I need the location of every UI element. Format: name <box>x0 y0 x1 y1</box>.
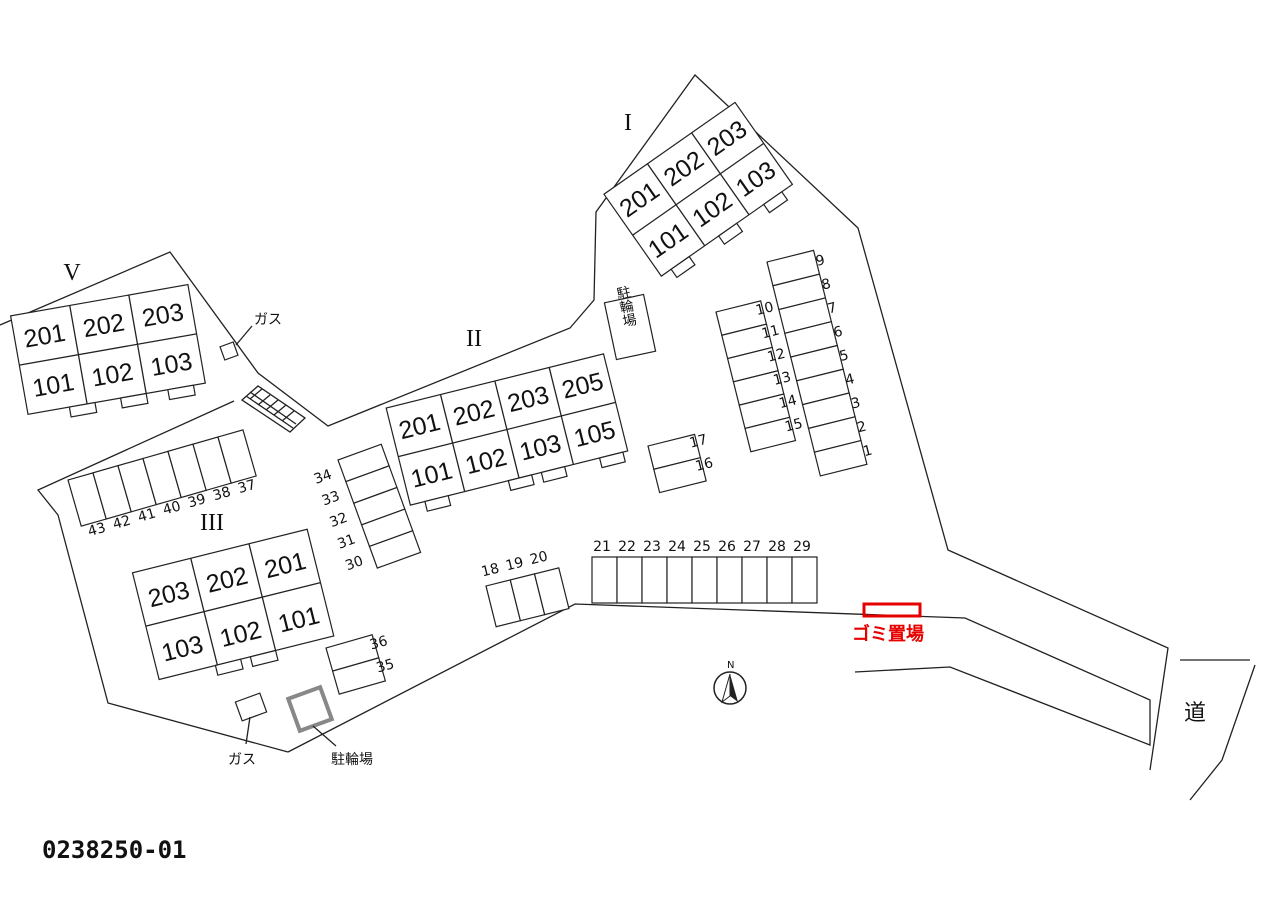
parking-stall <box>533 567 570 616</box>
parking-stall <box>691 556 718 604</box>
building-iii: 203 202 201 103 102 101 <box>131 528 335 681</box>
parking-group-bottom-row: 21 22 23 24 25 26 27 28 29 <box>591 539 818 604</box>
gas-meter-bottom <box>234 692 268 722</box>
building-name-i: I <box>624 110 632 136</box>
parking-stall-number: 20 <box>528 548 549 568</box>
property-code: 0238250-01 <box>42 836 187 864</box>
parking-stall-number: 29 <box>793 539 811 555</box>
parking-stall-number: 18 <box>480 561 501 581</box>
parking-stall <box>716 556 743 604</box>
parking-stall-number: 39 <box>186 491 208 511</box>
parking-stall <box>813 439 868 477</box>
building-name-ii: II <box>466 326 482 352</box>
parking-stall <box>368 529 422 569</box>
parking-stall-number: 1 <box>862 442 875 460</box>
parking-stall-number: 40 <box>161 498 183 518</box>
parking-stall-number: 37 <box>236 477 258 497</box>
parking-stall-number: 28 <box>768 539 786 555</box>
parking-stall-number: 13 <box>772 369 793 389</box>
parking-stall-number: 25 <box>693 539 711 555</box>
garbage-label: ゴミ置場 <box>852 623 924 645</box>
parking-stall-number: 43 <box>86 520 108 540</box>
parking-stall-number: 22 <box>618 539 636 555</box>
parking-stall-number: 36 <box>368 633 390 653</box>
parking-stall <box>331 657 387 695</box>
gas-label-bottom: ガス <box>228 752 256 768</box>
building-v: 201 202 203 101 102 103 <box>9 283 206 418</box>
parking-stall-number: 19 <box>504 555 525 575</box>
bicycle-parking-top: 駐輪場 <box>603 284 657 361</box>
parking-stall-number: 2 <box>856 419 869 437</box>
parking-stall-number: 31 <box>335 531 357 552</box>
parking-stall-number: 6 <box>832 324 845 342</box>
parking-stall-number: 23 <box>643 539 661 555</box>
parking-stall-number: 8 <box>820 276 833 294</box>
parking-stall-number: 14 <box>777 392 798 412</box>
parking-stall-number: 32 <box>328 510 350 531</box>
parking-stall <box>741 556 768 604</box>
parking-stall <box>791 556 818 604</box>
parking-stall <box>653 456 707 494</box>
parking-stall-number: 21 <box>593 539 611 555</box>
gas-label-top: ガス <box>254 312 282 328</box>
parking-stall <box>591 556 618 604</box>
road-edge <box>1189 664 1256 801</box>
parking-stall-number: 41 <box>136 505 158 525</box>
parking-stall-number: 4 <box>844 371 857 389</box>
parking-stall-number: 27 <box>743 539 761 555</box>
parking-stall <box>666 556 693 604</box>
parking-stall-number: 33 <box>320 488 342 509</box>
stairs <box>240 385 307 433</box>
parking-stall-number: 15 <box>783 416 804 436</box>
parking-stall-number: 35 <box>375 656 397 676</box>
gas-meter-top <box>219 341 239 361</box>
parking-stall <box>641 556 668 604</box>
parking-stall <box>766 556 793 604</box>
parking-group-right-inner: 10 11 12 13 14 15 <box>715 299 804 453</box>
parking-stall <box>744 416 797 453</box>
parking-stall <box>217 429 257 484</box>
parking-stall-number: 12 <box>766 346 787 366</box>
parking-stall-number: 10 <box>754 299 775 319</box>
north-arrow-icon: N <box>713 660 747 705</box>
parking-stall-number: 11 <box>760 322 781 342</box>
parking-stall-number: 30 <box>343 553 365 574</box>
parking-stall-number: 16 <box>694 455 715 475</box>
north-label: N <box>727 660 734 671</box>
parking-stall-number: 7 <box>826 300 839 318</box>
parking-stall-number: 5 <box>838 347 851 365</box>
garbage-area <box>862 602 922 618</box>
parking-group-right-outer: 9 8 7 6 5 4 3 2 1 <box>766 249 875 477</box>
parking-stall-number: 17 <box>688 432 709 452</box>
parking-stall-number: 26 <box>718 539 736 555</box>
parking-stall-number: 42 <box>111 513 133 533</box>
building-ii: 201 202 203 205 101 102 103 105 <box>385 353 629 512</box>
parking-stall <box>616 556 643 604</box>
bicycle-parking-label-bottom: 駐輪場 <box>331 751 373 768</box>
parking-stall-number: 9 <box>814 252 827 270</box>
road-label: 道 <box>1184 701 1206 726</box>
parking-stall-number: 3 <box>850 395 863 413</box>
parking-stall-number: 24 <box>668 539 686 555</box>
building-name-v: V <box>63 260 81 286</box>
site-boundary <box>0 74 1250 771</box>
building-name-iii: III <box>200 510 224 536</box>
bicycle-parking-bottom <box>285 684 335 734</box>
building-i: 201 202 203 101 102 103 <box>603 101 794 279</box>
parking-stall-number: 34 <box>312 467 334 488</box>
parking-stall-number: 38 <box>211 484 233 504</box>
